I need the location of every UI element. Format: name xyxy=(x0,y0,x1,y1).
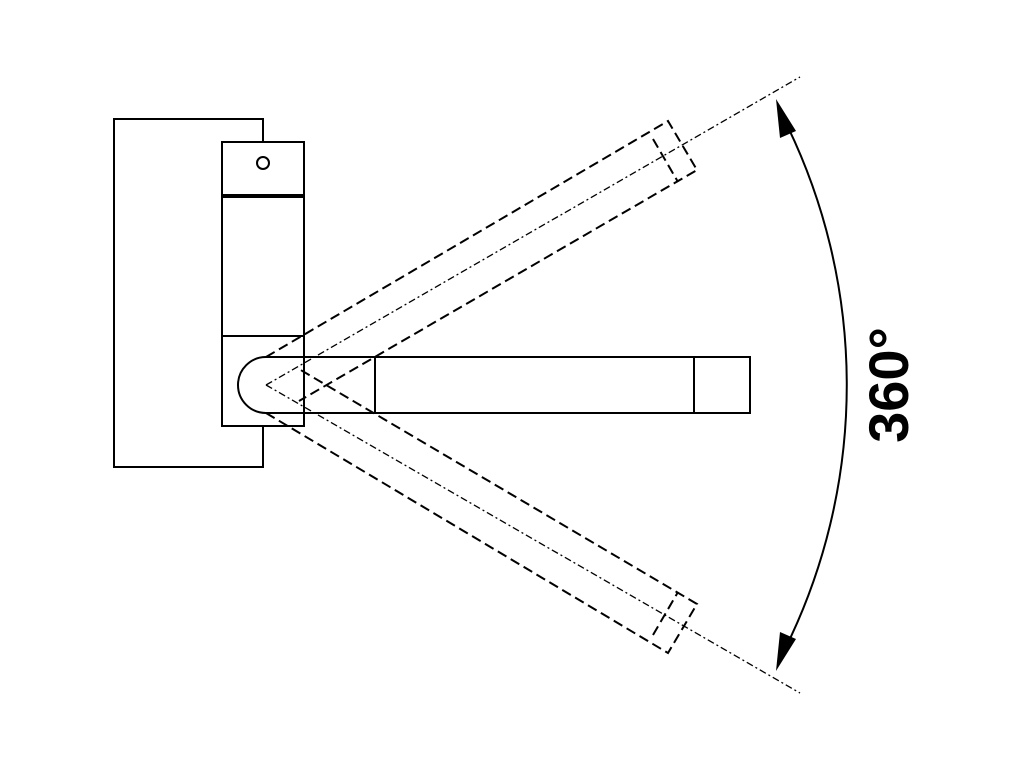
rotation-line-lower xyxy=(265,384,801,694)
handle-hole xyxy=(256,156,270,170)
swivel-joint xyxy=(237,356,267,414)
spout-rotated-up xyxy=(265,119,699,402)
spout-rotated-down xyxy=(265,368,699,655)
arrowhead-top xyxy=(776,99,796,138)
base-plate xyxy=(113,118,264,468)
faucet-body xyxy=(221,141,305,427)
spout xyxy=(303,356,751,414)
arrowhead-bottom xyxy=(776,632,796,671)
rotation-arc xyxy=(782,116,848,654)
rotation-line-upper xyxy=(265,76,801,386)
rotation-angle-label: 360° xyxy=(857,327,920,443)
